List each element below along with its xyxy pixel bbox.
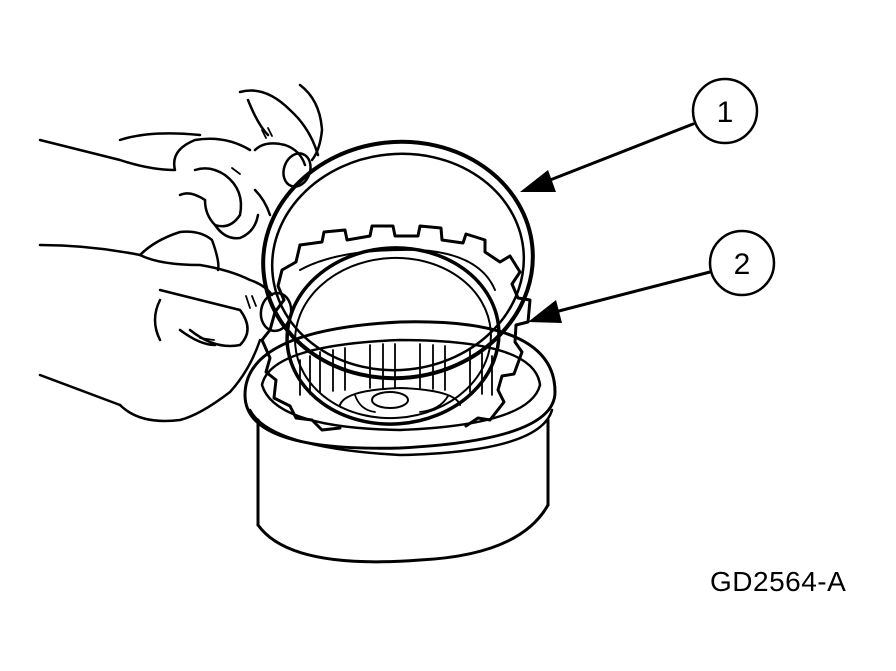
steel-ring [261, 139, 535, 426]
figure-code: GD2564-A [710, 566, 847, 597]
callout-2-arrowhead [528, 300, 562, 323]
callout-1-arrowhead [520, 170, 556, 192]
callout-2-number: 2 [734, 248, 751, 281]
callout-2: 2 [528, 229, 776, 323]
hands [38, 83, 324, 423]
callout-1-number: 1 [717, 96, 734, 129]
callout-1: 1 [520, 77, 759, 192]
clutch-drum [243, 320, 557, 564]
